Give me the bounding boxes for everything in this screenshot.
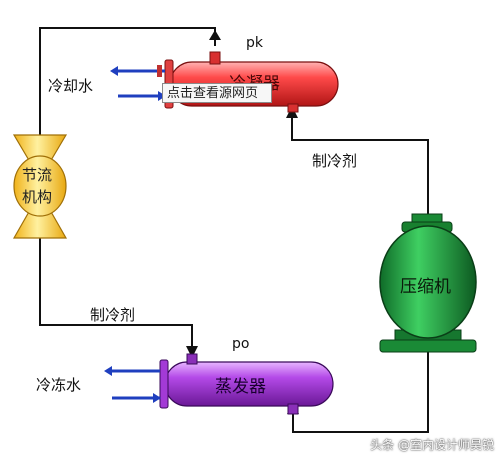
view-source-tooltip[interactable]: 点击查看源网页	[162, 83, 272, 103]
refrigerant-label-top: 制冷剂	[312, 152, 358, 170]
chilled-water-label: 冷冻水	[36, 376, 82, 394]
arrow-up-condenser-outlet	[209, 30, 221, 40]
evaporator	[159, 353, 334, 415]
throttle-label-line1: 节流	[22, 166, 53, 184]
pressure-pk-label: pk	[246, 35, 263, 51]
compressor	[379, 213, 477, 353]
watermark: 头条 @室内设计师昊锐	[370, 438, 494, 452]
cooling-water-pipes	[110, 65, 166, 101]
pipe-throttle-to-evaporator	[39, 238, 193, 352]
refrigerant-label-bottom: 制冷剂	[90, 306, 136, 324]
evaporator-label: 蒸发器	[215, 377, 266, 397]
arrow-down-evaporator-inlet	[186, 346, 198, 358]
pipe-compressor-to-condenser	[291, 108, 429, 218]
throttle-device	[12, 134, 68, 239]
pressure-po-label: po	[232, 336, 250, 352]
throttle-label-line2: 机构	[22, 188, 53, 206]
cooling-water-label: 冷却水	[48, 77, 94, 95]
compressor-label: 压缩机	[400, 277, 451, 297]
chilled-water-pipes	[104, 366, 161, 403]
